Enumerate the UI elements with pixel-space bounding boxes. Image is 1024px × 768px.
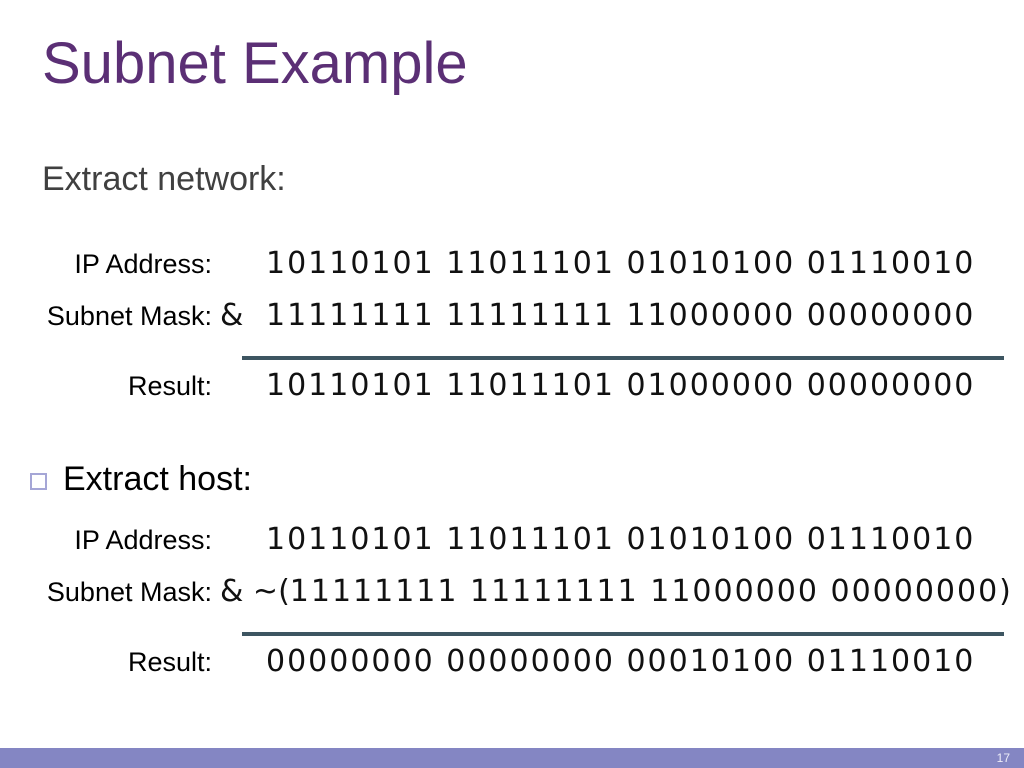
ip-address-row: IP Address: 10110101 11011101 01010100 0…	[0, 246, 1024, 298]
section-heading-extract-network: Extract network:	[42, 160, 286, 198]
subnet-mask-label: Subnet Mask:	[46, 577, 212, 607]
ip-address-binary: 10110101 11011101 01010100 01110010	[266, 522, 976, 557]
extract-host-block: IP Address: 10110101 11011101 01010100 0…	[0, 522, 1024, 696]
square-bullet-icon	[30, 473, 47, 490]
result-binary: 10110101 11011101 01000000 00000000	[266, 368, 976, 403]
subnet-mask-binary: & ~(11111111 11111111 11000000 00000000)	[212, 574, 1013, 609]
subnet-mask-binary: &11111111 11111111 11000000 00000000	[212, 298, 975, 333]
footer-accent-bar: 17	[0, 748, 1024, 768]
and-operator: &	[220, 298, 244, 333]
result-binary: 00000000 00000000 00010100 01110010	[266, 644, 976, 679]
subnet-mask-row: Subnet Mask: & ~(11111111 11111111 11000…	[0, 574, 1024, 626]
extract-network-block: IP Address: 10110101 11011101 01010100 0…	[0, 246, 1024, 420]
result-label: Result:	[127, 647, 212, 677]
ip-address-label: IP Address:	[74, 249, 212, 279]
ip-address-row: IP Address: 10110101 11011101 01010100 0…	[0, 522, 1024, 574]
result-row: Result: 10110101 11011101 01000000 00000…	[0, 368, 1024, 420]
section-heading-label: Extract host:	[63, 460, 252, 498]
and-not-operator: & ~(	[220, 574, 290, 609]
result-label: Result:	[127, 371, 212, 401]
ip-address-label: IP Address:	[74, 525, 212, 555]
result-row: Result: 00000000 00000000 00010100 01110…	[0, 644, 1024, 696]
ip-address-binary: 10110101 11011101 01010100 01110010	[266, 246, 976, 281]
page-title: Subnet Example	[42, 31, 468, 96]
subnet-mask-label: Subnet Mask:	[46, 301, 212, 331]
subnet-mask-row: Subnet Mask: &11111111 11111111 11000000…	[0, 298, 1024, 350]
sum-rule-line	[242, 632, 1004, 636]
sum-rule-line	[242, 356, 1004, 360]
page-number: 17	[996, 751, 1010, 765]
section-heading-extract-host: Extract host:	[30, 460, 252, 499]
